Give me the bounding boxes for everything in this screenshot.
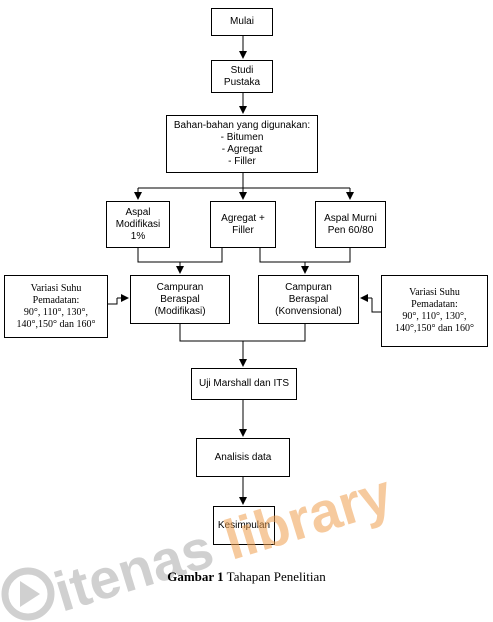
box-aspal-modifikasi: Aspal Modifikasi 1% [106, 201, 170, 248]
campuran-modifikasi-line-2: Beraspal [160, 293, 200, 305]
line-variasi-left [108, 298, 118, 305]
box-variasi-left: Variasi Suhu Pemadatan: 90°, 110°, 130°,… [4, 275, 108, 338]
studi-line-2: Pustaka [223, 76, 261, 88]
campuran-modifikasi-line-3: (Modifikasi) [154, 305, 206, 317]
box-mulai: Mulai [211, 8, 273, 36]
box-agregat-filler: Agregat + Filler [210, 201, 276, 248]
figure-caption: Gambar 1 Tahapan Penelitian [0, 569, 493, 585]
line-modifikasi-merge [137, 248, 180, 263]
line-agregat-left [180, 248, 223, 263]
agregat-line-2: Filler [232, 224, 254, 236]
box-aspal-murni: Aspal Murni Pen 60/80 [315, 201, 386, 248]
aspal-modifikasi-line-2: Modifikasi [115, 218, 161, 230]
bahan-line-4: - Filler [228, 156, 256, 167]
box-uji-marshall: Uji Marshall dan ITS [191, 368, 297, 400]
box-campuran-modifikasi: Campuran Beraspal (Modifikasi) [130, 275, 230, 324]
box-analisis-data: Analisis data [196, 438, 290, 477]
campuran-modifikasi-line-1: Campuran [156, 281, 204, 293]
campuran-konvensional-line-1: Campuran [285, 281, 332, 293]
aspal-modifikasi-line-3: 1% [130, 230, 146, 242]
box-campuran-konvensional: Campuran Beraspal (Konvensional) [258, 275, 359, 324]
aspal-murni-line-2: Pen 60/80 [327, 224, 374, 236]
variasi-right-line-4: 140°,150° dan 160° [395, 323, 474, 334]
caption-label: Gambar 1 [167, 569, 224, 584]
aspal-modifikasi-line-1: Aspal [125, 206, 151, 218]
line-campuran-join [179, 324, 306, 342]
variasi-left-line-1: Variasi Suhu [30, 282, 82, 294]
variasi-right-line-2: Pemadatan: [411, 299, 458, 310]
variasi-left-line-2: Pemadatan: [32, 294, 80, 306]
agregat-line-1: Agregat + [221, 212, 265, 224]
aspal-murni-line-1: Aspal Murni [324, 212, 377, 224]
line-variasi-right [371, 298, 381, 313]
line-agregat-right [259, 248, 305, 263]
box-bahan: Bahan-bahan yang digunakan: - Bitumen - … [166, 115, 318, 173]
variasi-left-line-4: 140°,150° dan 160° [16, 318, 96, 330]
variasi-right-line-3: 90°, 110°, 130°, [402, 311, 467, 322]
campuran-konvensional-line-2: Beraspal [288, 293, 329, 305]
kesimpulan-label: Kesimpulan [217, 519, 271, 531]
variasi-left-line-3: 90°, 110°, 130°, [23, 306, 89, 318]
box-mulai-label: Mulai [230, 16, 254, 27]
caption-text: Tahapan Penelitian [223, 569, 326, 584]
campuran-konvensional-line-3: (Konvensional) [275, 305, 342, 317]
box-kesimpulan: Kesimpulan [213, 506, 275, 545]
line-murni-merge [305, 248, 351, 263]
box-variasi-right: Variasi Suhu Pemadatan: 90°, 110°, 130°,… [381, 275, 488, 347]
variasi-right-line-1: Variasi Suhu [409, 287, 460, 298]
box-studi-pustaka: Studi Pustaka [211, 60, 273, 93]
uji-label: Uji Marshall dan ITS [198, 378, 290, 389]
bahan-line-1: Bahan-bahan yang digunakan: [173, 120, 311, 131]
studi-line-1: Studi [230, 64, 254, 76]
bahan-line-2: - Bitumen [220, 132, 264, 143]
analisis-label: Analisis data [214, 451, 272, 463]
bahan-line-3: - Agregat [221, 144, 263, 155]
